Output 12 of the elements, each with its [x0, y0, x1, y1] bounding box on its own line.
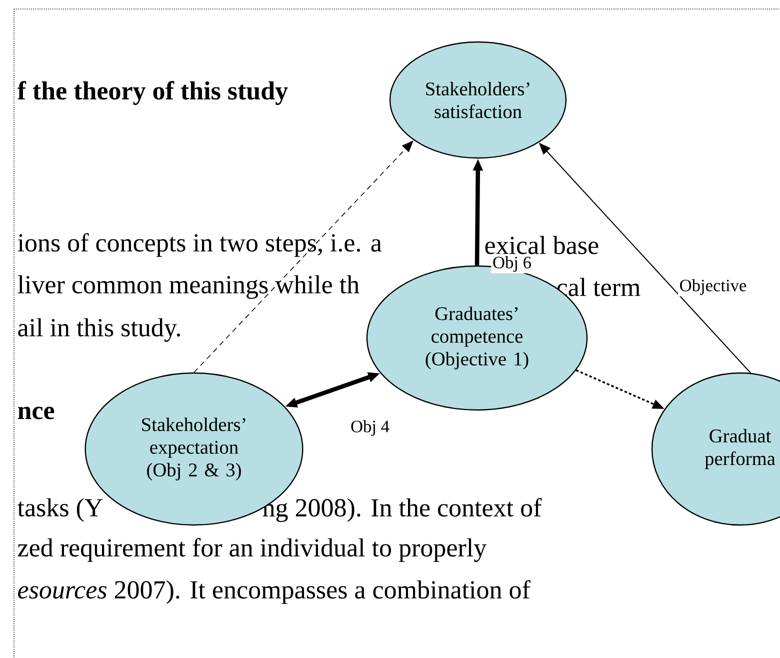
edge-label: Obj 4 [349, 418, 391, 438]
body-text: ions of concepts in two steps, i.e. a [18, 233, 382, 257]
body-text: esources 2007). It encompasses a combination of [18, 580, 530, 604]
body-text: liver common meanings while th [18, 275, 360, 299]
body-text: f the theory of this study [17, 81, 288, 105]
body-text: ail in this study. [18, 318, 180, 342]
body-text: exical base [485, 236, 598, 254]
body-text: nce [18, 406, 54, 420]
ellipse-node: Graduat performa [651, 372, 780, 526]
edge-label: Objective [678, 278, 748, 296]
ellipse-node: Stakeholders’ satisfaction [389, 41, 567, 159]
edge-label: Obj 6 [491, 254, 533, 274]
